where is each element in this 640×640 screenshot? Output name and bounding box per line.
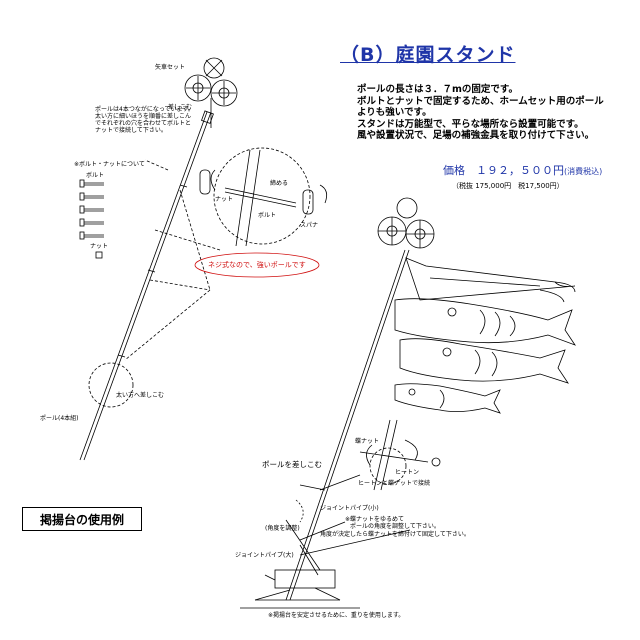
label-base-note: ※掲揚台を安定させるために、重りを使用します。 bbox=[268, 612, 405, 619]
description-line: よりも強いです。 bbox=[357, 107, 432, 118]
streamer bbox=[405, 257, 576, 303]
price-breakdown: （税抜 175,000円 税17,500円） bbox=[452, 182, 564, 190]
label-notice: ポールは4本つながになっています。太い方に細いほうを順番に差しこんでそれぞれの穴… bbox=[95, 106, 194, 134]
label-joint-note-1: ※蝶ナットをゆるめて bbox=[345, 516, 405, 523]
left-pole bbox=[79, 110, 214, 461]
right-pole bbox=[285, 249, 410, 601]
label-futoi-hou: 太い方へ差しこむ bbox=[116, 392, 165, 399]
label-joint-note-2: ポールの角度を調整して下さい。 bbox=[350, 523, 440, 530]
bolt-list bbox=[79, 179, 104, 259]
description-block: ポールの長さは３．７mの固定です。 ボルトとナットで固定するため、ホームセット用… bbox=[357, 84, 617, 142]
label-bolt: ボルト bbox=[86, 172, 105, 179]
left-yaguruma-icon bbox=[184, 57, 238, 128]
joint-detail bbox=[359, 419, 441, 491]
label-spanner: スパナ bbox=[300, 222, 319, 229]
label-heaton: ヒートン bbox=[395, 469, 420, 476]
label-chou-nut: 蝶ナット bbox=[355, 438, 380, 445]
label-sashikomu: 差しこむ bbox=[168, 104, 193, 111]
description-line: スタンドは万能型で、平らな場所なら設置可能です。 bbox=[357, 118, 584, 130]
label-joint-large: ジョイントパイプ(大) bbox=[235, 552, 294, 559]
right-yaguruma-icon bbox=[377, 197, 435, 249]
label-nut-small: ナット bbox=[215, 196, 234, 203]
label-joint-note-3: 角度が決定したら蝶ナットを締付けて固定して下さい。 bbox=[320, 531, 470, 538]
red-note: ネジ式なので、強いポールです bbox=[208, 261, 306, 269]
koi-black bbox=[394, 298, 577, 346]
stand-base bbox=[240, 484, 360, 609]
label-nut: ナット bbox=[90, 243, 109, 250]
koi-red bbox=[399, 338, 569, 384]
description-line: 風や設置状況で、足場の補強金具を取り付けて下さい。 bbox=[357, 130, 595, 141]
usage-example-label: 掲揚台の使用例 bbox=[22, 507, 142, 531]
label-yaguruma: 矢車セット bbox=[155, 64, 186, 71]
label-heaton-note: ヒートンと蝶ナットで接続 bbox=[358, 480, 431, 487]
label-bolt-nut-title: ※ボルト・ナットについて bbox=[74, 161, 145, 168]
description-line: ポールの長さは３．７mの固定です。 bbox=[357, 84, 518, 95]
price-label: 価格 １９２，５００円 bbox=[443, 164, 564, 177]
koi-small bbox=[394, 383, 501, 414]
price-tax-note: (消費税込) bbox=[564, 167, 603, 176]
label-joint-small: ジョイントパイプ(小) bbox=[320, 505, 379, 512]
label-shimeru: 締める bbox=[270, 180, 289, 187]
description-line: ボルトとナットで固定するため、ホームセット用のポール bbox=[357, 95, 604, 107]
label-angle-adjust: (角度を調整) bbox=[265, 525, 300, 532]
label-pole-4: ポール(4本組) bbox=[40, 415, 79, 422]
price: 価格 １９２，５００円(消費税込) bbox=[443, 162, 602, 178]
label-pole-insert: ポールを差しこむ bbox=[262, 460, 322, 469]
bolt-detail bbox=[199, 149, 328, 247]
page-title: （B）庭園スタンド bbox=[340, 44, 516, 66]
label-bolt-small: ボルト bbox=[258, 212, 277, 219]
